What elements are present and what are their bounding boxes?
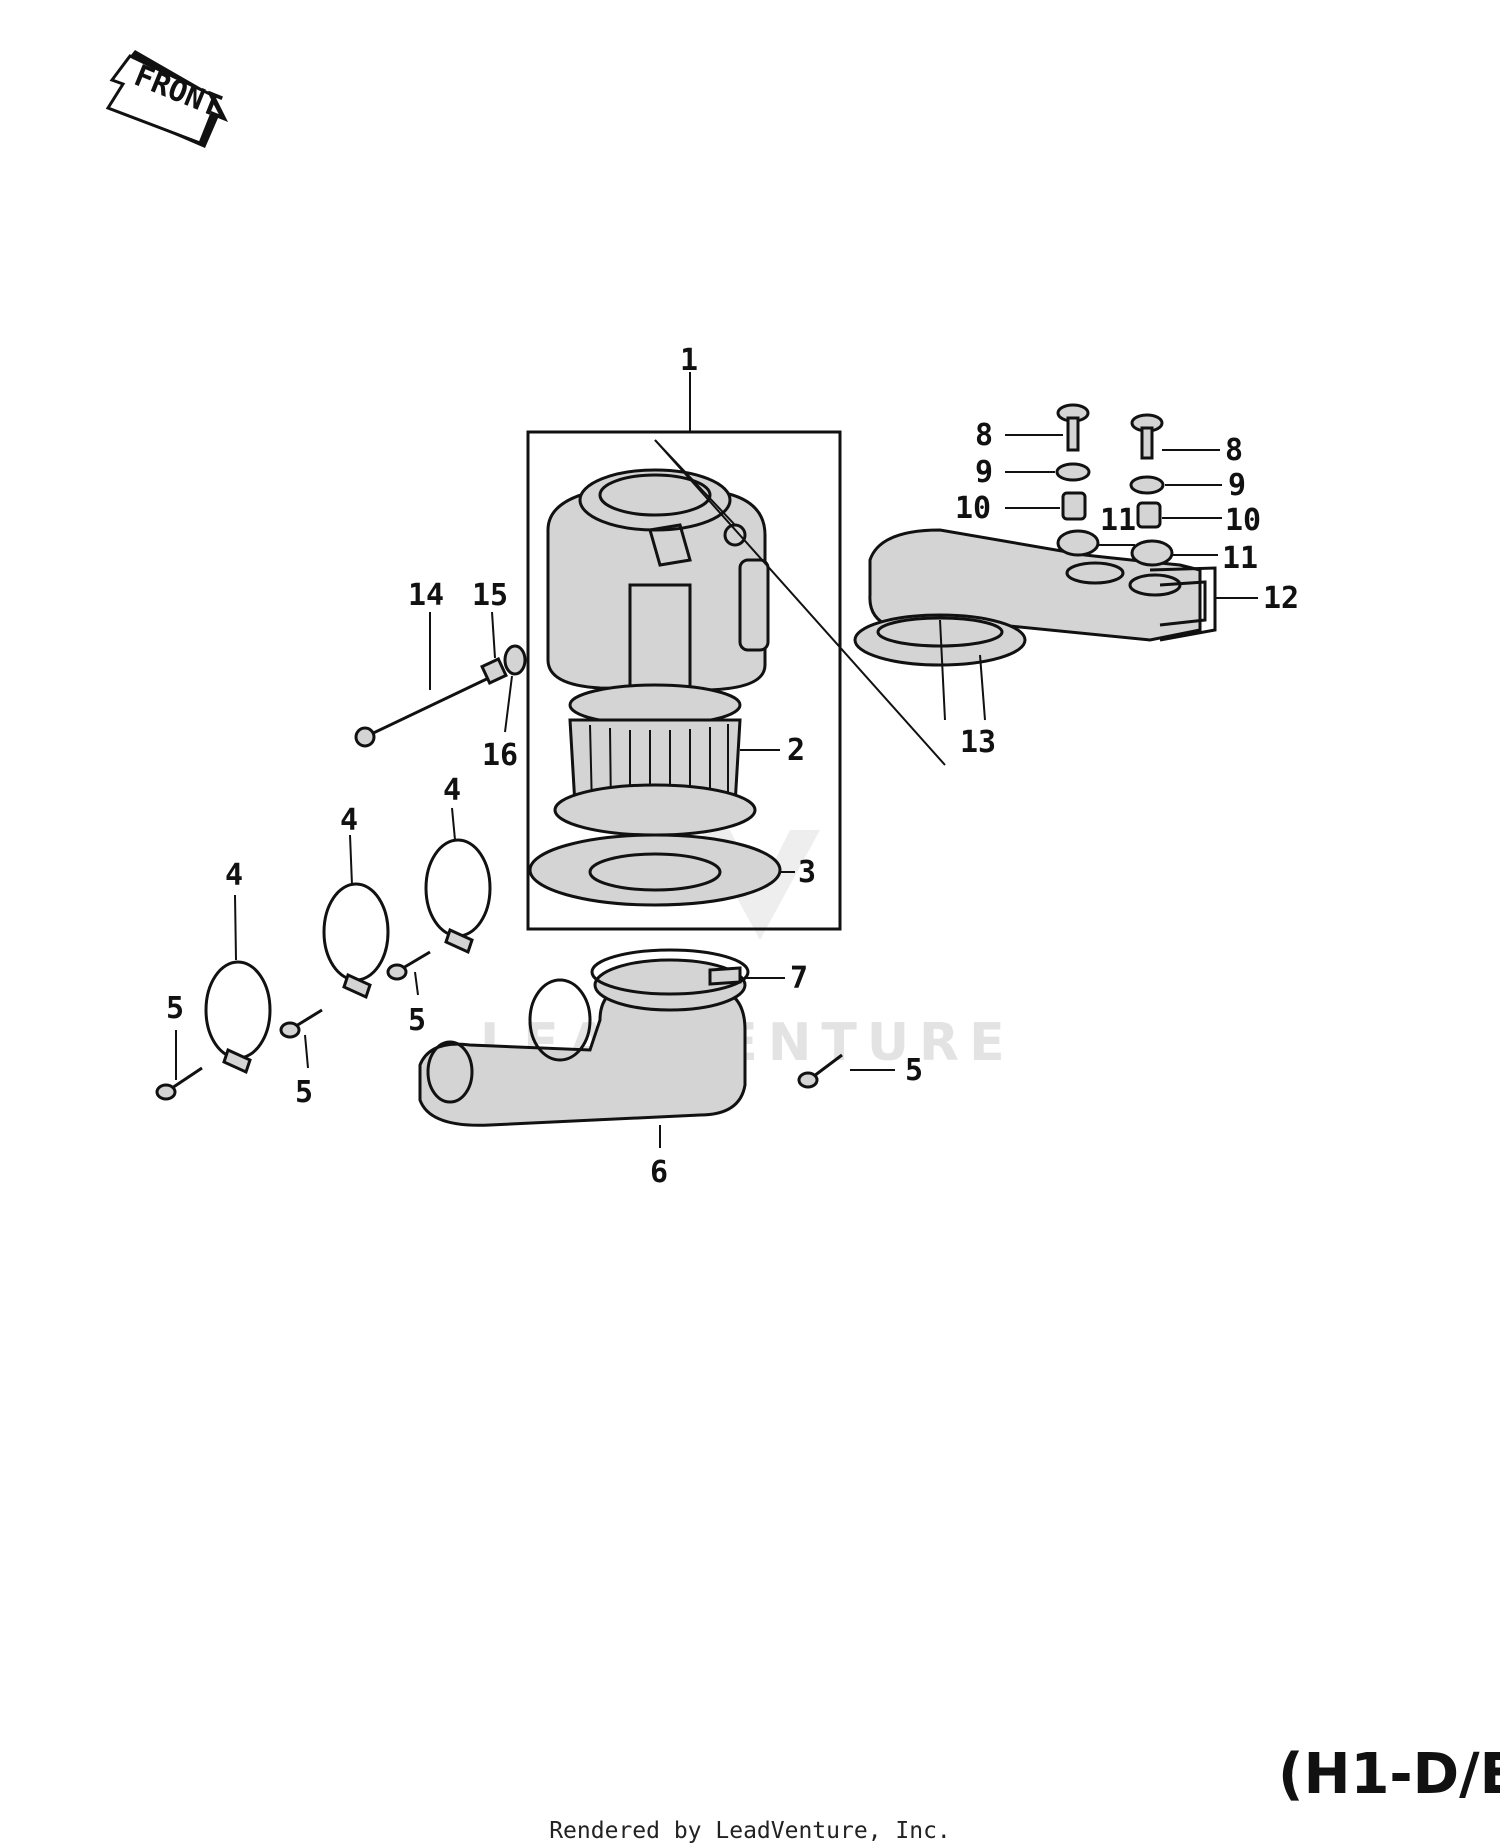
gasket-ring [528, 833, 782, 907]
callout-5-a: 5 [166, 991, 184, 1026]
grommet-11-right [1130, 539, 1174, 567]
callout-13: 13 [960, 725, 996, 760]
callout-8-a: 8 [975, 418, 993, 453]
callout-3: 3 [798, 855, 816, 890]
callout-11-b: 11 [1222, 541, 1258, 576]
screw-8-right [1130, 413, 1164, 460]
callout-15: 15 [472, 578, 508, 613]
diagram-code: (H1-D/E [1278, 1742, 1500, 1807]
intake-elbow [418, 958, 747, 1127]
screw-5-a [155, 1066, 203, 1101]
washer-9-left [1055, 462, 1091, 482]
callout-labels: 1 2 3 4 4 4 5 5 5 5 6 7 8 8 9 9 10 10 11… [166, 343, 1299, 1190]
callout-4-a: 4 [225, 858, 243, 893]
screw-5-c [386, 950, 431, 981]
callout-12: 12 [1263, 581, 1299, 616]
callout-11-a: 11 [1100, 503, 1136, 538]
callout-1: 1 [680, 343, 698, 378]
front-arrow-icon: FRONT [105, 50, 228, 148]
callout-10-b: 10 [1225, 503, 1261, 538]
screw-8-left [1056, 403, 1090, 452]
grommet-11-left [1056, 529, 1100, 557]
callout-5-c: 5 [408, 1003, 426, 1038]
air-cleaner-case [546, 468, 770, 692]
clamp-band-1 [204, 960, 272, 1075]
callout-9-b: 9 [1228, 468, 1246, 503]
washer-9-right [1129, 475, 1165, 495]
long-bolt [354, 644, 527, 748]
callout-14: 14 [408, 578, 444, 613]
callout-2: 2 [787, 733, 805, 768]
callout-9-a: 9 [975, 455, 993, 490]
filter-element [553, 683, 757, 837]
callout-6: 6 [650, 1155, 668, 1190]
collar-10-left [1061, 491, 1087, 521]
callout-7: 7 [790, 961, 808, 996]
callout-4-b: 4 [340, 803, 358, 838]
callout-5-b: 5 [295, 1075, 313, 1110]
elbow-clamp [590, 948, 750, 996]
collar-10-right [1136, 501, 1162, 529]
render-credit: Rendered by LeadVenture, Inc. [549, 1818, 951, 1844]
clamp-band-2 [322, 882, 390, 1000]
callout-5-d: 5 [905, 1053, 923, 1088]
assembly-box [526, 430, 842, 931]
callout-16: 16 [482, 738, 518, 773]
screw-5-d [797, 1053, 843, 1089]
callout-10-a: 10 [955, 491, 991, 526]
leader-lines [175, 372, 1258, 1148]
clamp-band-3 [424, 838, 492, 955]
screw-5-b [279, 1008, 323, 1039]
callout-4-c: 4 [443, 773, 461, 808]
callout-8-b: 8 [1225, 433, 1243, 468]
